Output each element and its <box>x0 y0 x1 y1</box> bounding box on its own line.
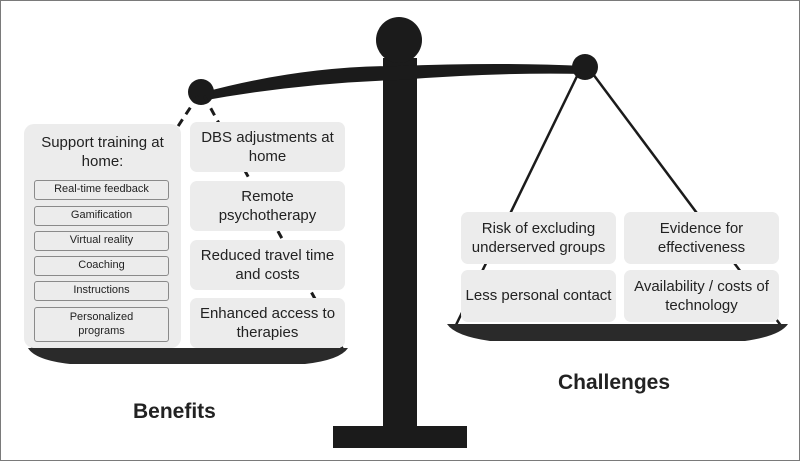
support-training-title: Support training at home: <box>41 134 164 171</box>
support-item-realtime-feedback: Real-time feedback <box>34 180 169 200</box>
benefits-heading: Benefits <box>133 400 216 423</box>
left-pan <box>28 348 348 364</box>
support-item-coaching: Coaching <box>34 256 169 276</box>
challenges-heading: Challenges <box>558 371 671 394</box>
support-item-personalized-programs: Personalized programs <box>34 307 169 342</box>
benefit-reduced-travel: Reduced travel time and costs <box>190 240 345 290</box>
support-training-panel: Support training at home: Real-time feed… <box>24 124 181 348</box>
challenge-less-personal-contact: Less personal contact <box>461 270 616 322</box>
scale-pillar <box>383 58 417 428</box>
scale-base <box>333 426 467 448</box>
benefit-remote-psychotherapy: Remote psychotherapy <box>190 181 345 231</box>
scale-top-knob <box>376 17 422 63</box>
right-pan <box>447 324 788 341</box>
support-item-virtual-reality: Virtual reality <box>34 231 169 251</box>
support-item-gamification: Gamification <box>34 206 169 226</box>
challenge-excluding-underserved: Risk of excluding underserved groups <box>461 212 616 264</box>
challenge-evidence-effectiveness: Evidence for effectiveness <box>624 212 779 264</box>
benefit-dbs-adjustments: DBS adjustments at home <box>190 122 345 172</box>
scale-beam <box>201 64 585 101</box>
support-item-instructions: Instructions <box>34 281 169 301</box>
left-pivot <box>188 79 214 105</box>
challenge-availability-costs: Availability / costs of technology <box>624 270 779 322</box>
benefit-enhanced-access: Enhanced access to therapies <box>190 298 345 348</box>
